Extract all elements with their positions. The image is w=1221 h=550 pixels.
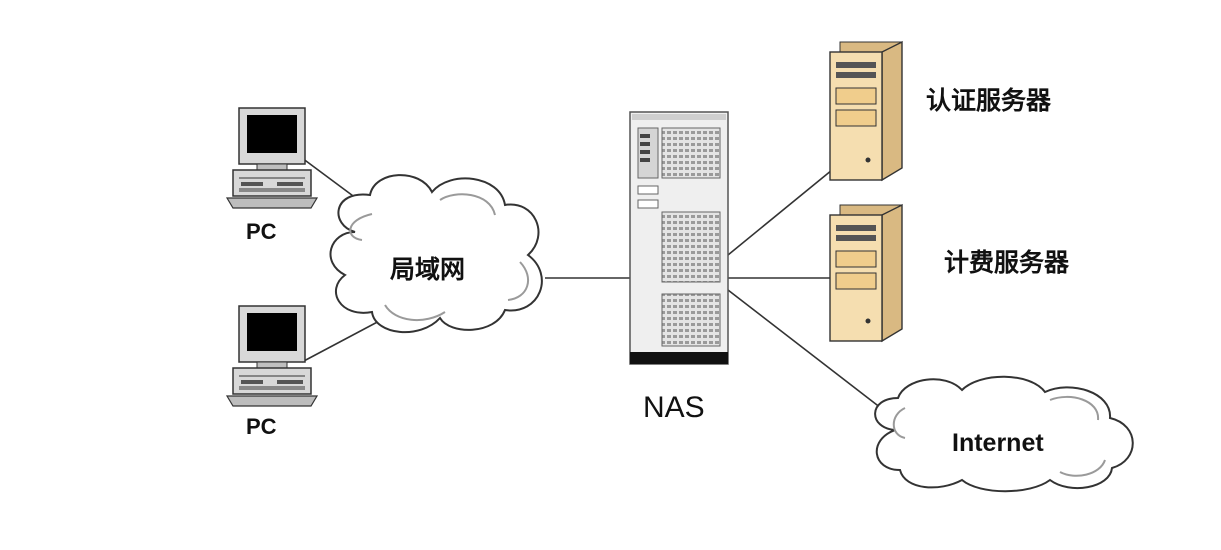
- lan-cloud-icon: [329, 174, 543, 334]
- edge-nas-to-auth-server: [727, 169, 833, 256]
- auth-server-label: 认证服务器: [926, 86, 1052, 115]
- auth-server-icon: [829, 40, 903, 182]
- billing-server-icon: [829, 203, 903, 343]
- edge-nas-to-internet: [727, 289, 891, 416]
- pc-top-label: PC: [246, 219, 277, 244]
- pc-top-icon: [225, 107, 319, 209]
- pc-bottom-label: PC: [246, 414, 277, 439]
- billing-server-label: 计费服务器: [944, 248, 1070, 277]
- internet-cloud-icon: [874, 375, 1134, 493]
- edge-pc-bottom-to-lan: [301, 317, 386, 363]
- nas-label: NAS: [643, 391, 705, 424]
- pc-bottom-icon: [225, 305, 319, 407]
- connections: [301, 157, 891, 416]
- internet-label: Internet: [952, 429, 1044, 457]
- nas-rack-icon: [629, 111, 729, 365]
- lan-label: 局域网: [390, 255, 466, 284]
